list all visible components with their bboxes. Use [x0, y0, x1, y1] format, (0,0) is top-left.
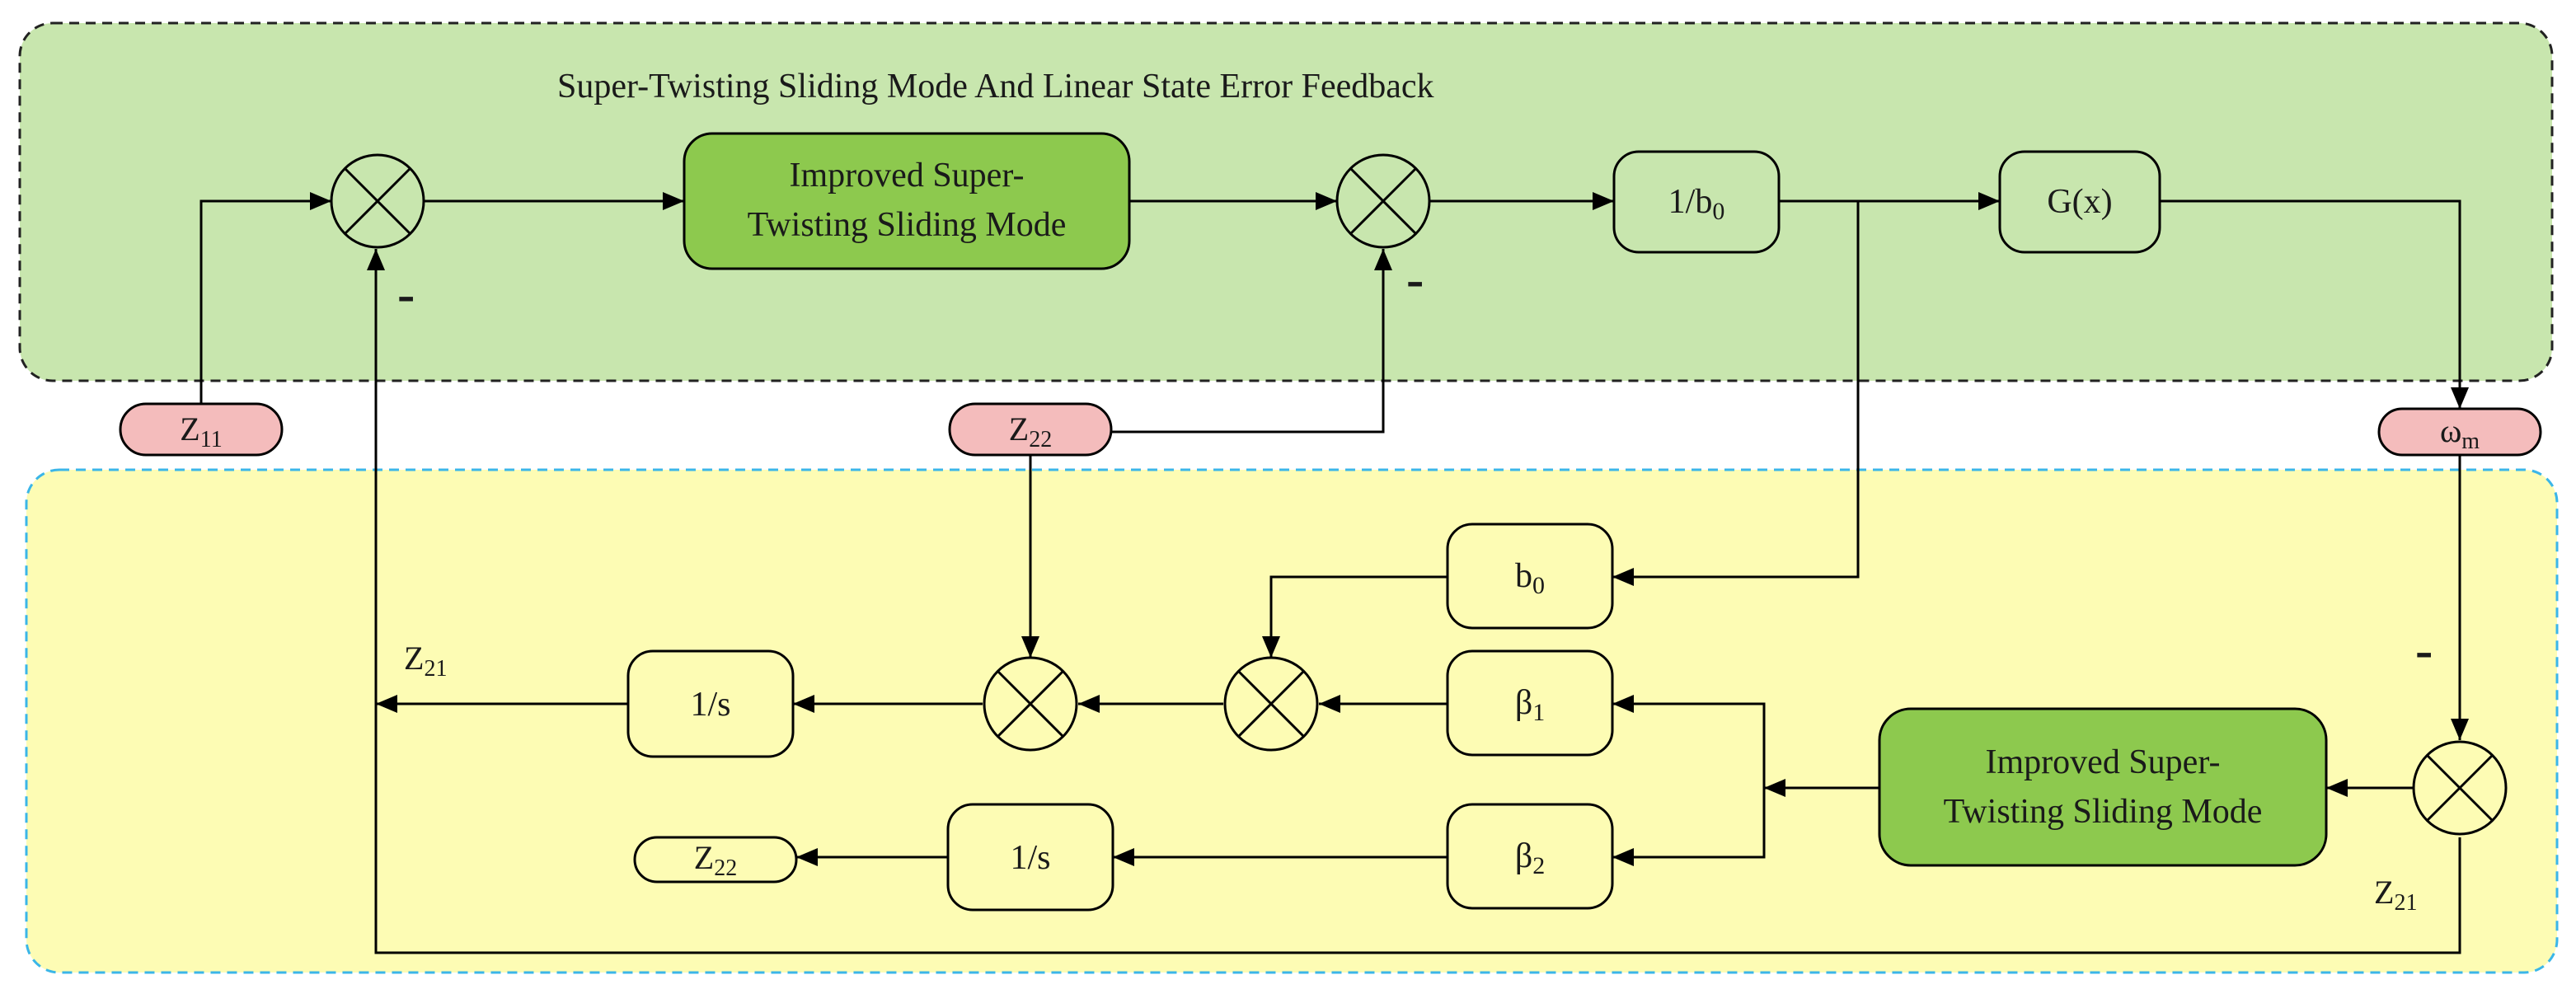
svg-text:β2: β2 [1515, 837, 1545, 879]
svg-text:b0: b0 [1515, 557, 1545, 599]
svg-text:Z11: Z11 [180, 410, 222, 452]
svg-text:1/b0: 1/b0 [1668, 183, 1725, 225]
line-z22-to-sum2 [1111, 249, 1392, 434]
integrator-block-2: 1/s [946, 803, 1114, 912]
minus-sign-sum2: - [1406, 250, 1424, 308]
integrator-2-label: 1/s [1010, 839, 1050, 877]
integrator-block-1: 1/s [626, 649, 795, 758]
omega-main: ω [2440, 412, 2461, 449]
line-z21-feedback [367, 249, 2461, 954]
inv-b0-main: 1/b [1668, 183, 1713, 221]
z11-sub: 11 [200, 427, 223, 452]
inv-b0-block: 1/b0 [1612, 150, 1781, 254]
z21-right-label: Z21 [2374, 874, 2417, 916]
summing-junction-5 [2412, 740, 2508, 836]
z22-top-main: Z [1009, 410, 1029, 448]
z21-left-label: Z21 [404, 640, 447, 682]
beta1-main: β [1515, 684, 1532, 722]
integrator-1-label: 1/s [690, 686, 730, 724]
inv-b0-sub: 0 [1712, 198, 1724, 225]
b0-sub: 0 [1532, 572, 1545, 599]
tag-z11: Z11 [119, 402, 284, 457]
line-b0-to-sum4 [1262, 575, 1448, 658]
omega-sub: m [2461, 429, 2480, 454]
beta2-sub: 2 [1532, 852, 1545, 879]
beta1-sub: 1 [1532, 699, 1545, 726]
z11-main: Z [180, 410, 199, 448]
tag-omega-m: ωm [2377, 407, 2542, 457]
controller-top-line1: Improved Super- [790, 157, 1025, 195]
z22-out-sub: 22 [714, 855, 737, 881]
z22-top-sub: 22 [1029, 427, 1052, 452]
summing-junction-4 [1223, 656, 1319, 752]
controller-top-line2: Twisting Sliding Mode [748, 206, 1067, 244]
controller-block-top: Improved Super- Twisting Sliding Mode [683, 132, 1131, 270]
panel-title: Super-Twisting Sliding Mode And Linear S… [557, 68, 1434, 105]
summing-junction-3 [983, 656, 1078, 752]
svg-text:Z22: Z22 [694, 839, 737, 881]
b0-main: b [1515, 557, 1532, 595]
line-z11-to-sum1 [199, 192, 331, 404]
summing-junction-1 [330, 153, 425, 249]
svg-text:β1: β1 [1515, 684, 1545, 726]
controller-bottom-line2: Twisting Sliding Mode [1944, 793, 2263, 831]
line-branch-to-beta2 [1612, 788, 1766, 866]
tag-z22-top: Z22 [948, 402, 1113, 457]
beta2-block: β2 [1446, 803, 1614, 910]
line-gx-to-omega [2160, 199, 2469, 409]
gx-block: G(x) [1998, 150, 2161, 254]
gx-label: G(x) [2047, 183, 2112, 221]
svg-text:ωm: ωm [2440, 412, 2480, 454]
tag-z22-out: Z22 [633, 836, 798, 884]
controller-block-bottom: Improved Super- Twisting Sliding Mode [1878, 707, 2328, 867]
beta1-block: β1 [1446, 649, 1614, 757]
minus-sign-eso: - [2415, 621, 2433, 679]
controller-bottom-line1: Improved Super- [1986, 743, 2221, 781]
signal-lines [199, 192, 2469, 954]
b0-block: b0 [1446, 523, 1614, 630]
summing-junction-2 [1335, 153, 1431, 249]
z22-out-main: Z [694, 839, 714, 876]
svg-text:Z22: Z22 [1009, 410, 1052, 452]
minus-sign-sum1: - [397, 265, 415, 323]
beta2-main: β [1515, 837, 1532, 875]
line-branch-to-b0 [1612, 201, 1860, 586]
